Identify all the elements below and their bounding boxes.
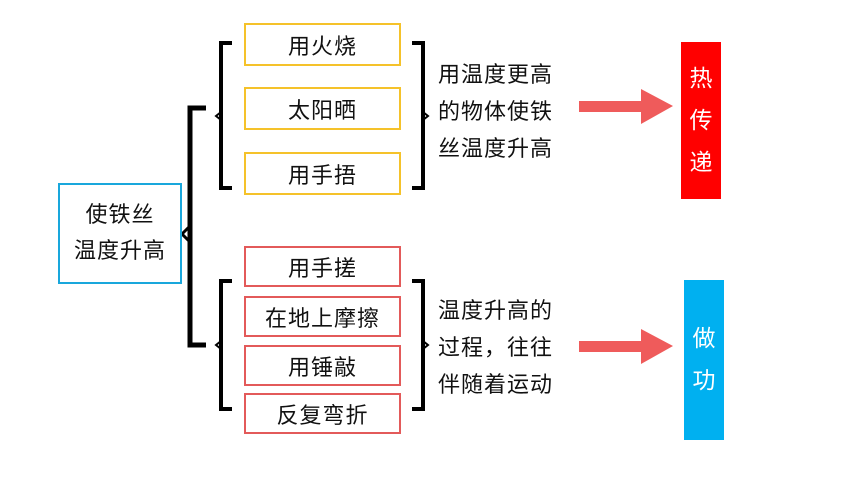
method-hand-warm-box: 用手捂 — [244, 152, 401, 195]
root-goal-line1: 使铁丝 — [85, 202, 155, 228]
heat-transfer-result: 热 传 递 — [681, 42, 721, 199]
root-goal-box: 使铁丝 温度升高 — [58, 183, 182, 284]
root-goal-line2: 温度升高 — [73, 238, 166, 264]
method-hammer-label: 用锤敲 — [287, 355, 357, 381]
heat-description: 用温度更高 的物体使铁 丝温度升高 — [438, 57, 553, 168]
method-sun-label: 太阳晒 — [287, 98, 357, 124]
method-bend-box: 反复弯折 — [244, 393, 401, 434]
heat-result-char: 传 — [689, 107, 713, 134]
work-description: 温度升高的 过程，往往 伴随着运动 — [438, 293, 553, 404]
method-hand-warm-label: 用手捂 — [287, 163, 357, 189]
heat-result-char: 热 — [689, 65, 713, 92]
heat-left-bracket — [219, 41, 232, 190]
work-arrow — [579, 329, 673, 364]
main-brace-tip — [179, 224, 192, 244]
work-result: 做 功 — [684, 280, 724, 440]
heat-right-bracket — [412, 41, 425, 190]
main-brace — [187, 105, 206, 348]
heat-description-line: 的物体使铁 — [438, 100, 554, 125]
method-ground-friction-box: 在地上摩擦 — [244, 296, 401, 337]
method-bend-label: 反复弯折 — [276, 403, 369, 429]
heat-result-char: 递 — [689, 149, 713, 176]
work-result-char: 功 — [692, 368, 716, 394]
method-fire-box: 用火烧 — [244, 23, 401, 66]
method-rub-hands-label: 用手搓 — [287, 256, 357, 282]
work-description-line: 温度升高的 — [438, 299, 554, 324]
method-fire-label: 用火烧 — [287, 34, 357, 60]
method-rub-hands-box: 用手搓 — [244, 246, 401, 287]
method-ground-friction-label: 在地上摩擦 — [264, 306, 380, 332]
work-description-line: 过程，往往 — [438, 336, 554, 361]
heat-description-line: 用温度更高 — [438, 63, 554, 88]
work-left-bracket — [219, 279, 232, 411]
heat-arrow — [579, 89, 673, 124]
method-hammer-box: 用锤敲 — [244, 345, 401, 386]
heat-description-line: 丝温度升高 — [438, 137, 554, 162]
work-result-char: 做 — [692, 326, 716, 352]
work-description-line: 伴随着运动 — [438, 373, 554, 398]
work-right-bracket — [412, 279, 425, 411]
method-sun-box: 太阳晒 — [244, 87, 401, 130]
